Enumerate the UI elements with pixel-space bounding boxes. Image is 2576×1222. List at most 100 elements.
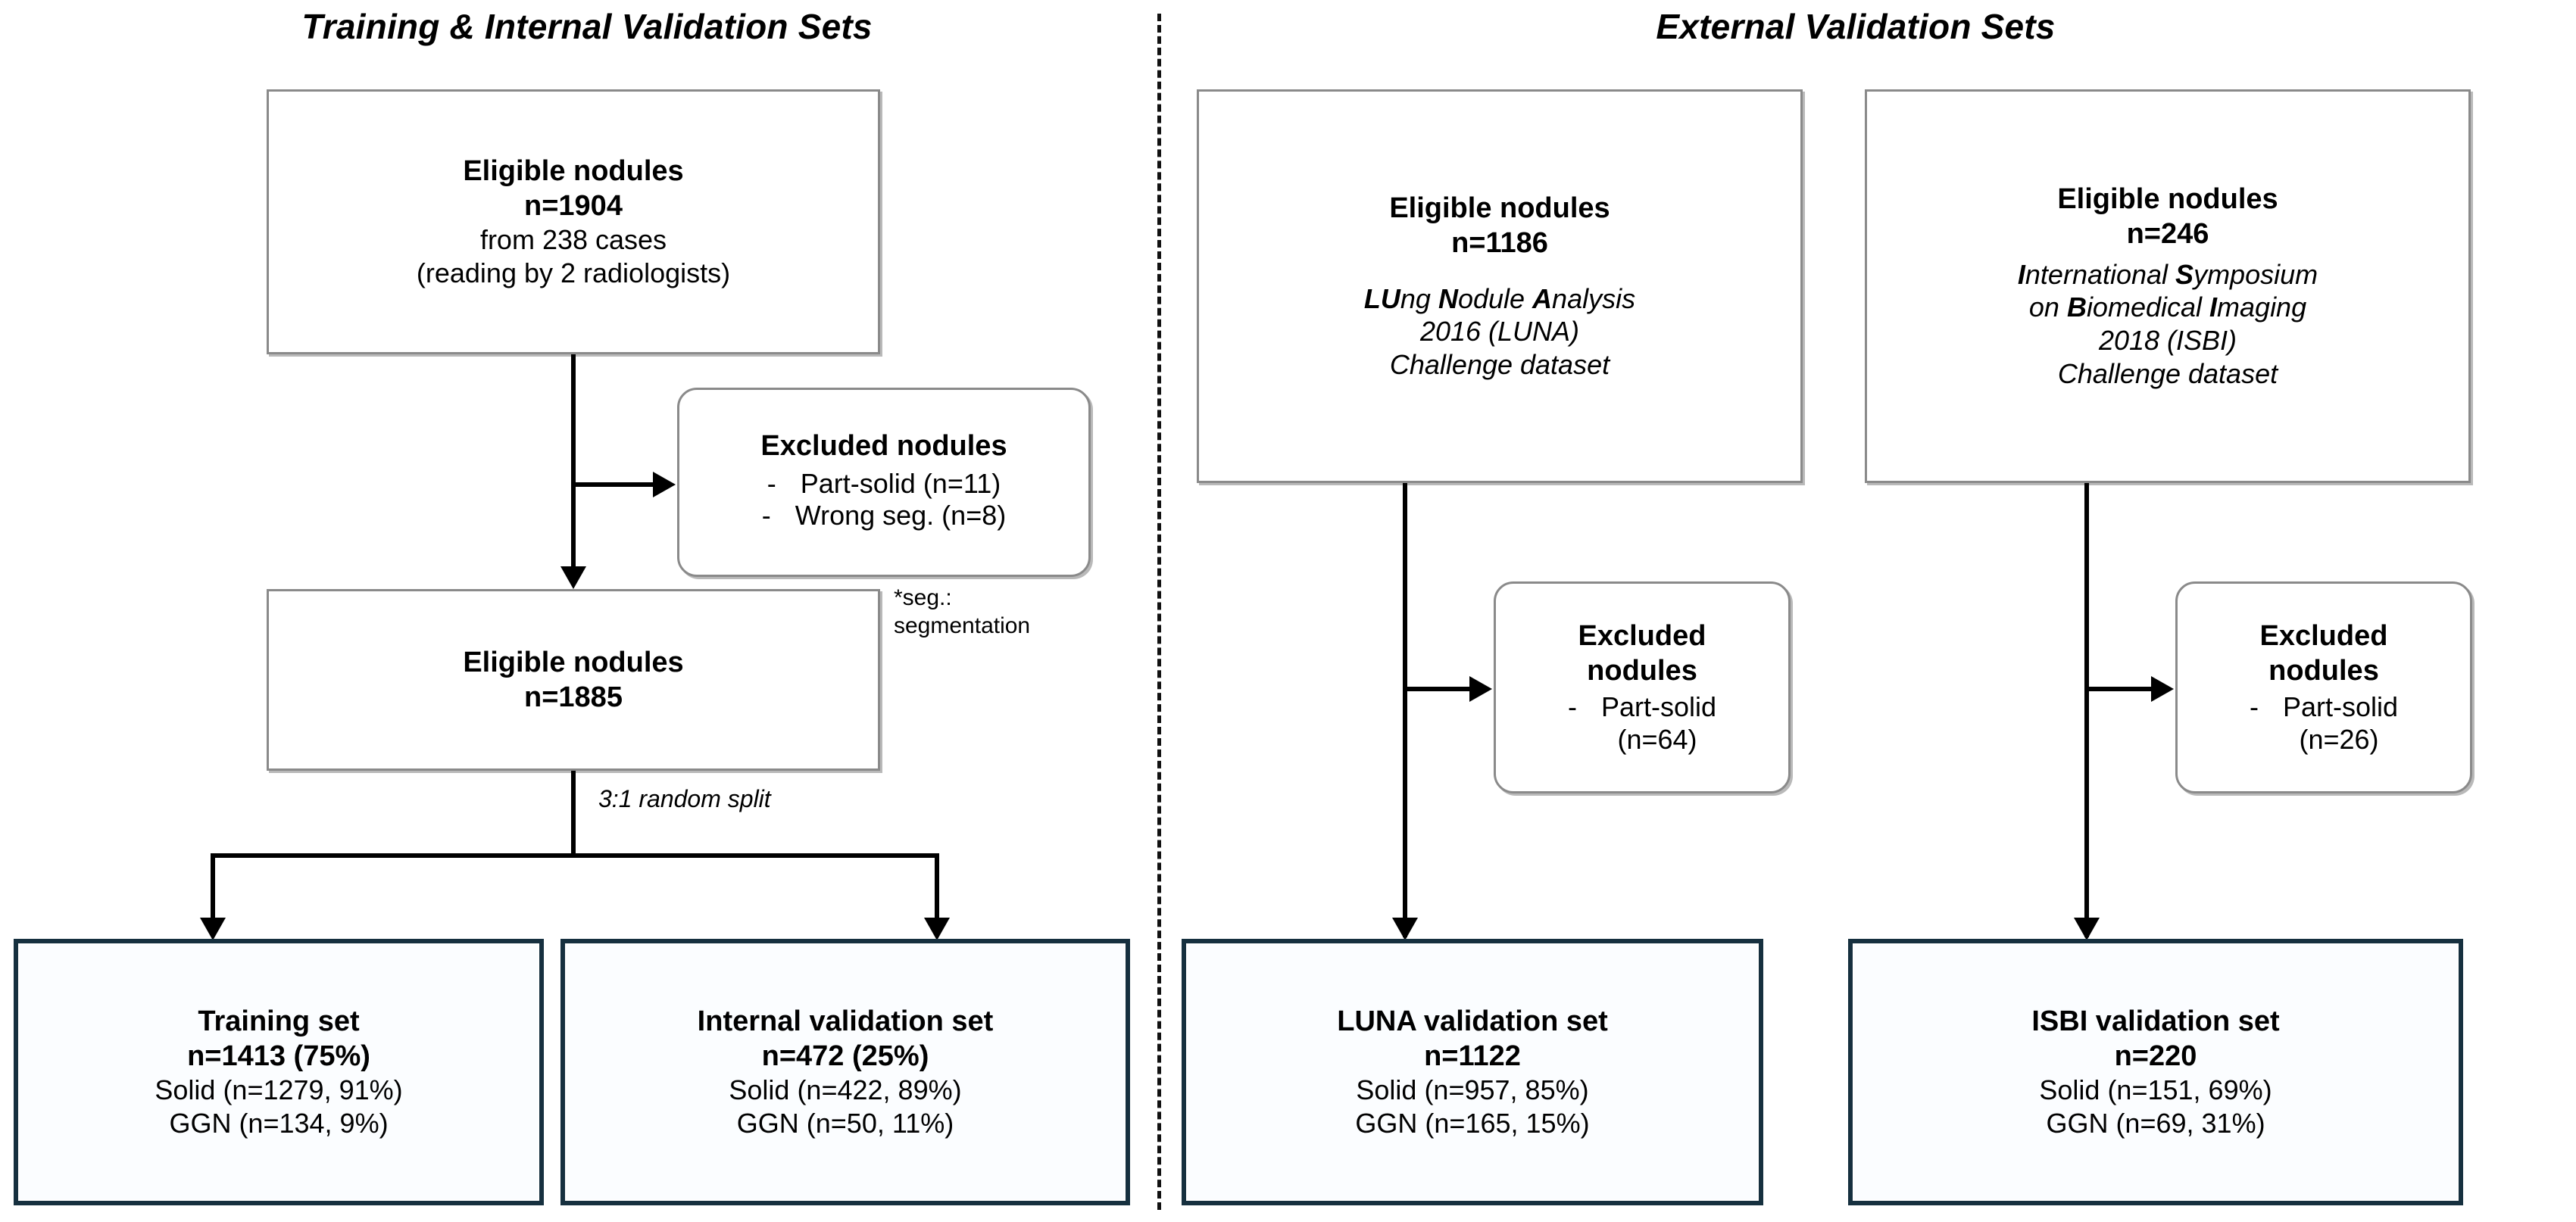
excluded-left-text-0: Part-solid (n=11) — [800, 468, 1001, 500]
node-isbi-validation-set: ISBI validation set n=220 Solid (n=151, … — [1848, 939, 2463, 1205]
luna-desc-rest-nalysis: nalysis — [1552, 282, 1636, 314]
excluded-left-title: Excluded nodules — [760, 429, 1007, 462]
arrow-into-isbi-excluded — [2151, 676, 2174, 702]
luna-source-line2: n=1186 — [1451, 227, 1548, 260]
node-excluded-nodules-left: Excluded nodules - Part-solid (n=11) - W… — [677, 388, 1091, 577]
eligible-1904-line2: n=1904 — [524, 190, 623, 223]
eligible-1904-line4: (reading by 2 radiologists) — [416, 257, 731, 289]
luna-source-desc-line1: LUng Nodule Analysis — [1364, 282, 1635, 316]
luna-source-desc-line3: Challenge dataset — [1389, 349, 1610, 381]
connector-1904-to-1885 — [571, 354, 576, 581]
arrow-into-luna-validation-set — [1392, 918, 1418, 940]
footnote-seg: *seg.: segmentation — [894, 585, 1091, 640]
internal-validation-title: Internal validation set — [697, 1005, 994, 1037]
isbi-excluded-item-text: Part-solid — [2282, 691, 2399, 723]
isbi-source-desc-line3: 2018 (ISBI) — [2098, 325, 2237, 357]
isbi-excluded-title-line1: Excluded — [2259, 619, 2388, 652]
isbi-desc-rest-on: on — [2028, 291, 2067, 323]
isbi-desc-rest-nternational: nternational — [2025, 258, 2176, 290]
training-set-n: n=1413 (75%) — [187, 1040, 370, 1073]
connector-split-bar — [211, 853, 939, 858]
luna-desc-bold-n: N — [1438, 282, 1458, 314]
luna-desc-rest-odule: odule — [1457, 282, 1533, 314]
isbi-validation-n: n=220 — [2114, 1040, 2197, 1073]
luna-validation-n: n=1122 — [1424, 1040, 1521, 1073]
isbi-excluded-item: - Part-solid — [2250, 691, 2398, 723]
split-label-text: 3:1 random split — [598, 785, 771, 812]
right-panel-title: External Validation Sets — [1656, 7, 2056, 46]
isbi-validation-solid: Solid (n=151, 69%) — [2039, 1074, 2272, 1106]
node-luna-excluded: Excluded nodules - Part-solid (n=64) — [1494, 581, 1791, 793]
excluded-left-dash-0: - — [767, 468, 776, 500]
isbi-source-desc-line2: on Biomedical Imaging — [2029, 291, 2306, 324]
luna-excluded-title-line2: nodules — [1587, 655, 1697, 687]
footnote-seg-line2: segmentation — [894, 613, 1031, 638]
node-isbi-excluded: Excluded nodules - Part-solid (n=26) — [2175, 581, 2472, 793]
luna-desc-bold-a: A — [1532, 282, 1553, 314]
isbi-source-desc-line1: International Symposium — [2018, 258, 2318, 291]
node-training-set: Training set n=1413 (75%) Solid (n=1279,… — [14, 939, 544, 1205]
isbi-validation-ggn: GGN (n=69, 31%) — [2046, 1108, 2265, 1139]
split-label: 3:1 random split — [598, 784, 916, 814]
panel-divider — [1157, 14, 1161, 1210]
isbi-desc-bold-s: S — [2175, 258, 2194, 290]
internal-validation-solid: Solid (n=422, 89%) — [729, 1074, 962, 1106]
footnote-seg-line1: *seg.: — [894, 585, 952, 610]
excluded-left-text-1: Wrong seg. (n=8) — [795, 500, 1007, 532]
luna-validation-title: LUNA validation set — [1337, 1005, 1608, 1037]
connector-luna-to-excluded — [1403, 687, 1478, 691]
luna-source-desc-line2: 2016 (LUNA) — [1419, 316, 1580, 348]
luna-excluded-item-text: Part-solid — [1600, 691, 1717, 723]
node-isbi-source: Eligible nodules n=246 International Sym… — [1865, 89, 2471, 483]
arrow-into-excluded-left — [653, 472, 676, 497]
luna-desc-bold-lu: LU — [1363, 282, 1400, 314]
training-set-title: Training set — [198, 1005, 360, 1037]
node-luna-source: Eligible nodules n=1186 LUng Nodule Anal… — [1197, 89, 1803, 483]
connector-split-right-drop — [935, 853, 939, 933]
luna-desc-rest-ng: ng — [1400, 282, 1438, 314]
excluded-left-item-0: - Part-solid (n=11) — [767, 468, 1001, 500]
connector-split-stem — [571, 771, 576, 858]
luna-validation-ggn: GGN (n=165, 15%) — [1355, 1108, 1590, 1139]
eligible-1885-line2: n=1885 — [524, 681, 623, 713]
node-luna-validation-set: LUNA validation set n=1122 Solid (n=957,… — [1182, 939, 1763, 1205]
isbi-excluded-item-n: (n=26) — [2299, 724, 2379, 756]
training-set-ggn: GGN (n=134, 9%) — [169, 1108, 389, 1139]
isbi-excluded-title-line2: nodules — [2268, 655, 2379, 687]
arrow-into-internal-validation-set — [924, 918, 950, 940]
eligible-1885-line1: Eligible nodules — [463, 646, 684, 678]
isbi-desc-bold-b: B — [2066, 291, 2087, 323]
internal-validation-ggn: GGN (n=50, 11%) — [736, 1108, 954, 1139]
node-eligible-nodules-1904: Eligible nodules n=1904 from 238 cases (… — [267, 89, 880, 354]
luna-excluded-item-n: (n=64) — [1617, 724, 1697, 756]
luna-validation-solid: Solid (n=957, 85%) — [1356, 1074, 1589, 1106]
arrow-into-isbi-validation-set — [2074, 918, 2100, 940]
luna-source-line1: Eligible nodules — [1389, 192, 1610, 224]
luna-excluded-item: - Part-solid — [1568, 691, 1716, 723]
connector-split-left-drop — [211, 853, 215, 933]
node-internal-validation-set: Internal validation set n=472 (25%) Soli… — [560, 939, 1130, 1205]
eligible-1904-line3: from 238 cases — [479, 224, 667, 256]
luna-excluded-title-line1: Excluded — [1578, 619, 1706, 652]
internal-validation-n: n=472 (25%) — [761, 1040, 929, 1073]
node-eligible-nodules-1885: Eligible nodules n=1885 — [267, 589, 880, 771]
isbi-source-line1: Eligible nodules — [2057, 182, 2278, 215]
isbi-desc-rest-ymposium: ymposium — [2194, 258, 2318, 290]
isbi-desc-bold-i2: I — [2209, 291, 2218, 323]
arrow-into-training-set — [200, 918, 226, 940]
isbi-validation-title: ISBI validation set — [2031, 1005, 2280, 1037]
isbi-desc-rest-iomedical: iomedical — [2086, 291, 2210, 323]
arrow-into-1885 — [560, 566, 586, 589]
connector-isbi-stem — [2084, 483, 2089, 937]
training-set-solid: Solid (n=1279, 91%) — [155, 1074, 403, 1106]
luna-excluded-dash: - — [1567, 691, 1577, 723]
connector-to-excluded-left — [571, 482, 662, 487]
eligible-1904-line1: Eligible nodules — [463, 154, 684, 187]
isbi-desc-rest-maging: maging — [2217, 291, 2307, 323]
arrow-into-luna-excluded — [1469, 676, 1492, 702]
isbi-source-line2: n=246 — [2126, 218, 2209, 251]
excluded-left-item-1: - Wrong seg. (n=8) — [762, 500, 1006, 532]
excluded-left-dash-1: - — [761, 500, 771, 532]
left-panel-title: Training & Internal Validation Sets — [301, 7, 873, 46]
connector-isbi-to-excluded — [2084, 687, 2160, 691]
